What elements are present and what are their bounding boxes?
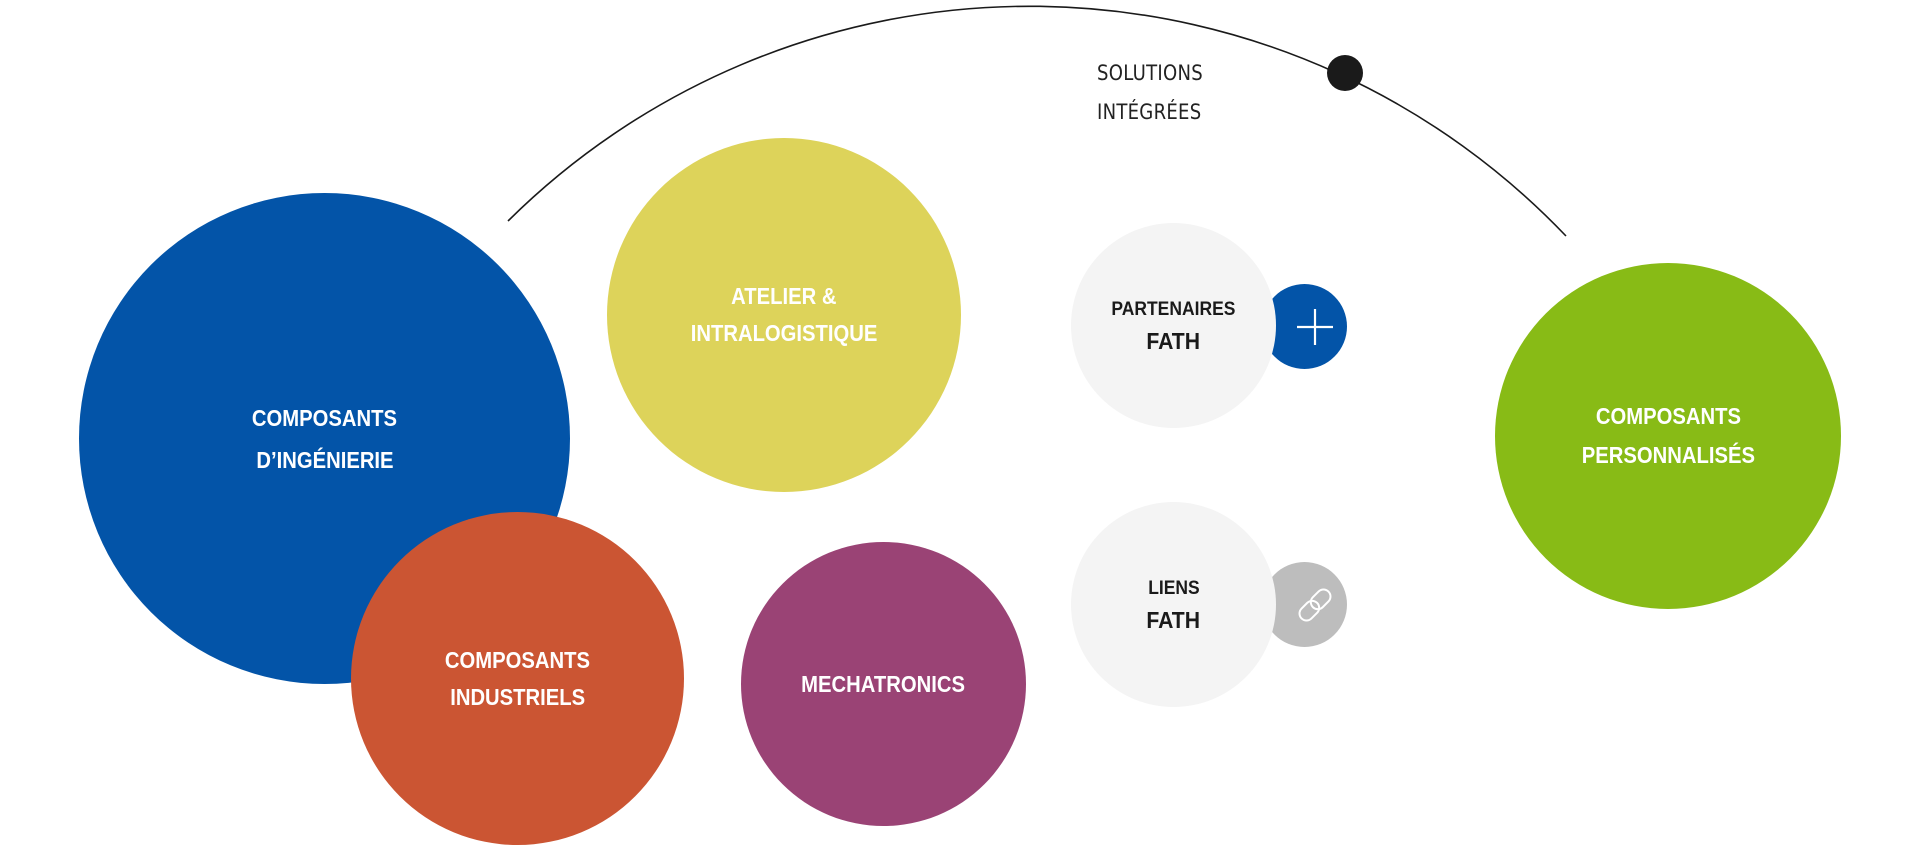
solutions-label-line1: SOLUTIONS	[1097, 61, 1203, 85]
circle-label-line2: INDUSTRIELS	[450, 683, 585, 710]
circle-label-line1: ATELIER &	[731, 283, 837, 309]
circle-label-line1: COMPOSANTS	[1595, 403, 1741, 429]
liens-link-button[interactable]	[1262, 562, 1347, 647]
solutions-label-line2: INTÉGRÉES	[1097, 100, 1202, 124]
link-chain-icon	[1298, 588, 1331, 621]
circle-label-line1: PARTENAIRES	[1111, 298, 1236, 320]
arc-marker-dot[interactable]	[1327, 55, 1363, 91]
solutions-arc	[507, 5, 1567, 237]
circle-label-line2: INTRALOGISTIQUE	[690, 320, 878, 346]
circle-label-line2: FATH	[1146, 606, 1201, 633]
circle-mechatronics[interactable]: MECHATRONICS	[741, 542, 1026, 826]
circle-label-line1: COMPOSANTS	[444, 646, 591, 673]
circle-composants-personnalises[interactable]: COMPOSANTS PERSONNALISÉS	[1495, 263, 1841, 609]
circle-atelier-intralogistique[interactable]: ATELIER & INTRALOGISTIQUE	[607, 138, 961, 492]
circle-label-line1: LIENS	[1147, 577, 1200, 599]
partenaires-plus-button[interactable]	[1262, 284, 1347, 369]
solutions-integrees-label: SOLUTIONS INTÉGRÉES	[1097, 54, 1203, 132]
circle-label-line1: COMPOSANTS	[251, 404, 398, 431]
circle-label-line2: PERSONNALISÉS	[1581, 442, 1755, 468]
circle-label-line1: MECHATRONICS	[801, 671, 966, 697]
circle-label-line2: FATH	[1146, 327, 1201, 354]
circle-liens-fath[interactable]: LIENS FATH	[1071, 502, 1276, 707]
circle-partenaires-fath[interactable]: PARTENAIRES FATH	[1071, 223, 1276, 428]
circle-composants-industriels[interactable]: COMPOSANTS INDUSTRIELS	[351, 512, 684, 845]
plus-icon	[1296, 308, 1333, 345]
circle-label-line2: D’INGÉNIERIE	[255, 446, 394, 473]
